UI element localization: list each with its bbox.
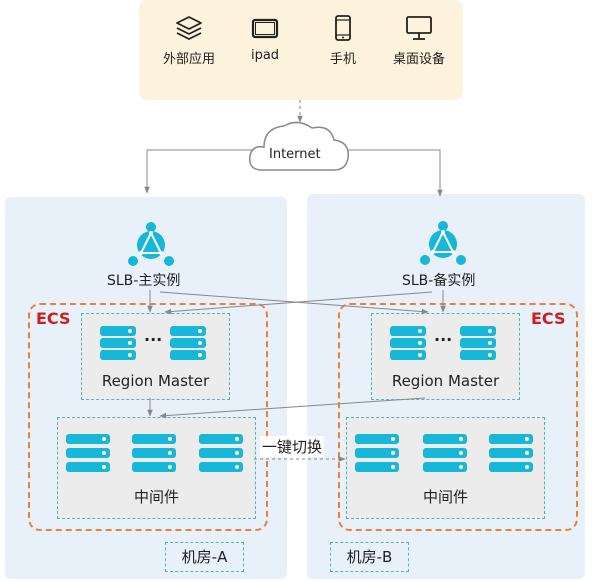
slb-icon (128, 222, 174, 266)
room-b-label: 机房-B (330, 542, 409, 572)
client-external-app: 外部应用 (149, 14, 229, 67)
slb-b-to-rm-a-arrow (164, 291, 433, 315)
ecs-box-b (338, 303, 578, 531)
client-desktop: 桌面设备 (379, 14, 459, 67)
server-icon (460, 338, 496, 348)
server-icon (100, 338, 136, 348)
server-icon (199, 448, 243, 458)
server-icon (132, 462, 176, 472)
internet-to-slb-b-arrow (336, 149, 443, 197)
client-label: ipad (250, 48, 280, 63)
server-icon (355, 462, 399, 472)
middleware-box-b: 中间件 (346, 417, 545, 519)
ellipsis: ··· (434, 330, 453, 349)
slb-icon (420, 221, 466, 265)
client-label: 桌面设备 (392, 52, 445, 67)
server-icon (355, 448, 399, 458)
room-a-label: 机房-A (165, 542, 244, 572)
server-icon (100, 326, 136, 336)
server-icon (390, 338, 426, 348)
server-icon (66, 434, 110, 444)
server-icon (132, 434, 176, 444)
server-icon (390, 350, 426, 360)
server-icon (132, 448, 176, 458)
ecs-label-a: ECS (36, 309, 71, 328)
server-icon (170, 326, 206, 336)
middleware-label-a: 中间件 (133, 488, 179, 506)
server-icon (355, 434, 399, 444)
server-icon (489, 448, 533, 458)
cloud-icon (249, 121, 349, 171)
client-panel: 外部应用 ipad 手机 桌面设备 (139, 0, 463, 100)
slb-label-b: SLB-备实例 (402, 273, 476, 289)
middleware-label-b: 中间件 (422, 488, 468, 506)
server-icon (170, 338, 206, 348)
ecs-label-b: ECS (531, 309, 566, 328)
client-ipad: ipad (225, 14, 305, 63)
layers-icon (176, 16, 202, 40)
server-icon (423, 448, 467, 458)
ellipsis: ··· (144, 330, 163, 349)
internet-to-slb-a-arrow (144, 149, 262, 194)
server-icon (199, 462, 243, 472)
slb-label-a: SLB-主实例 (107, 273, 181, 289)
client-label: 手机 (329, 52, 356, 67)
server-icon (390, 326, 426, 336)
server-icon (489, 434, 533, 444)
rm-b-to-mw-a-arrow (159, 397, 426, 419)
server-icon (100, 350, 136, 360)
region-master-box-a: ··· Region Master (81, 313, 230, 400)
server-icon (199, 434, 243, 444)
server-icon (489, 462, 533, 472)
region-master-label-b: Region Master (391, 372, 500, 390)
server-icon (66, 462, 110, 472)
server-icon (170, 350, 206, 360)
region-master-box-b: ··· Region Master (371, 313, 520, 400)
internet-label: Internet (269, 147, 321, 162)
ecs-box-a (28, 303, 268, 531)
server-icon (423, 434, 467, 444)
server-icon (66, 448, 110, 458)
tablet-icon (251, 18, 279, 39)
client-phone: 手机 (303, 14, 383, 67)
switch-label: 一键切换 (260, 436, 325, 457)
region-master-label-a: Region Master (101, 372, 210, 390)
client-label: 外部应用 (162, 52, 215, 67)
server-icon (460, 326, 496, 336)
phone-icon (335, 15, 351, 41)
monitor-icon (406, 16, 432, 40)
server-icon (423, 462, 467, 472)
server-icon (460, 350, 496, 360)
middleware-box-a: 中间件 (57, 417, 256, 519)
